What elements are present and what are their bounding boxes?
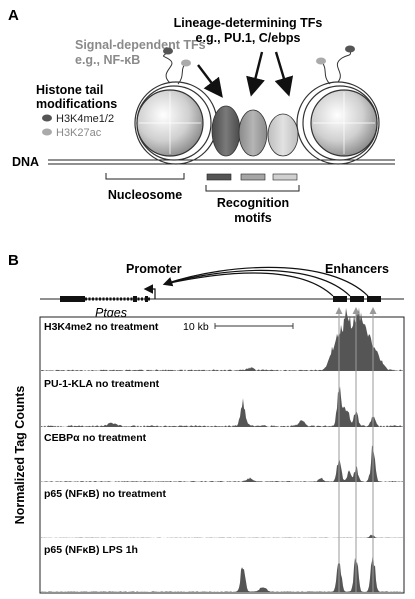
lineage-tfs-title: Lineage-determining TFs xyxy=(174,16,323,30)
lineage-arrow-2 xyxy=(274,51,294,97)
gene-exon-right xyxy=(145,296,148,302)
track-label-p65-nt: p65 (NFκB) no treatment xyxy=(44,488,166,500)
panel-a-label: A xyxy=(8,7,19,24)
track-label-pu1: PU-1-KLA no treatment xyxy=(44,378,160,390)
histone-title-2: modifications xyxy=(36,97,117,111)
motif-dark xyxy=(206,173,232,181)
lineage-arrow-1 xyxy=(246,51,265,97)
tss-arrow xyxy=(143,284,156,299)
enhancer-box-1 xyxy=(333,296,347,302)
nucleosome-bracket xyxy=(105,173,185,180)
signal-arrow xyxy=(197,64,223,98)
track-peaks xyxy=(41,307,403,592)
enhancers-label: Enhancers xyxy=(325,262,389,276)
scale-label: 10 kb xyxy=(183,321,209,333)
track-label-cebpa: CEBPα no treatment xyxy=(44,432,147,444)
signal-tfs-example: e.g., NF-κB xyxy=(75,53,140,67)
track-label-h3k4me2: H3K4me2 no treatment xyxy=(44,321,159,333)
y-axis-label: Normalized Tag Counts xyxy=(13,386,27,525)
motifs-label-2: motifs xyxy=(234,211,272,225)
enhancer-arcs xyxy=(162,266,369,297)
track-label-p65-lps: p65 (NFκB) LPS 1h xyxy=(44,544,138,556)
lineage-tfs-example: e.g., PU.1, C/ebps xyxy=(196,31,301,45)
panel-b-label: B xyxy=(8,252,19,269)
enhancer-guides xyxy=(335,307,377,593)
nucleosome-left xyxy=(134,47,218,165)
track-signal-0 xyxy=(41,307,403,371)
histone-title: Histone tail xyxy=(36,83,103,97)
motif-light xyxy=(272,173,298,181)
track-signal-3 xyxy=(41,534,403,538)
legend-h3k27ac: H3K27ac xyxy=(56,127,102,139)
tf-mid xyxy=(238,109,268,157)
motif-bracket xyxy=(205,185,300,192)
enhancer-box-2 xyxy=(350,296,364,302)
nucleosome-right xyxy=(296,45,380,165)
legend-dark-dot xyxy=(42,114,52,122)
motif-mid xyxy=(240,173,266,181)
tf-light xyxy=(267,113,299,157)
tf-dark xyxy=(211,105,241,157)
signal-tfs-title: Signal-dependent TFs xyxy=(75,38,206,52)
enhancer-box-3 xyxy=(367,296,381,302)
legend-h3k4me12: H3K4me1/2 xyxy=(56,113,114,125)
gene-exon-left xyxy=(60,296,85,302)
promoter-label: Promoter xyxy=(126,262,182,276)
motifs-label-1: Recognition xyxy=(217,196,289,210)
nucleosome-label: Nucleosome xyxy=(108,188,182,202)
legend-light-dot xyxy=(42,128,52,136)
dna-label: DNA xyxy=(12,155,39,169)
gene-exon-mid xyxy=(133,296,137,302)
